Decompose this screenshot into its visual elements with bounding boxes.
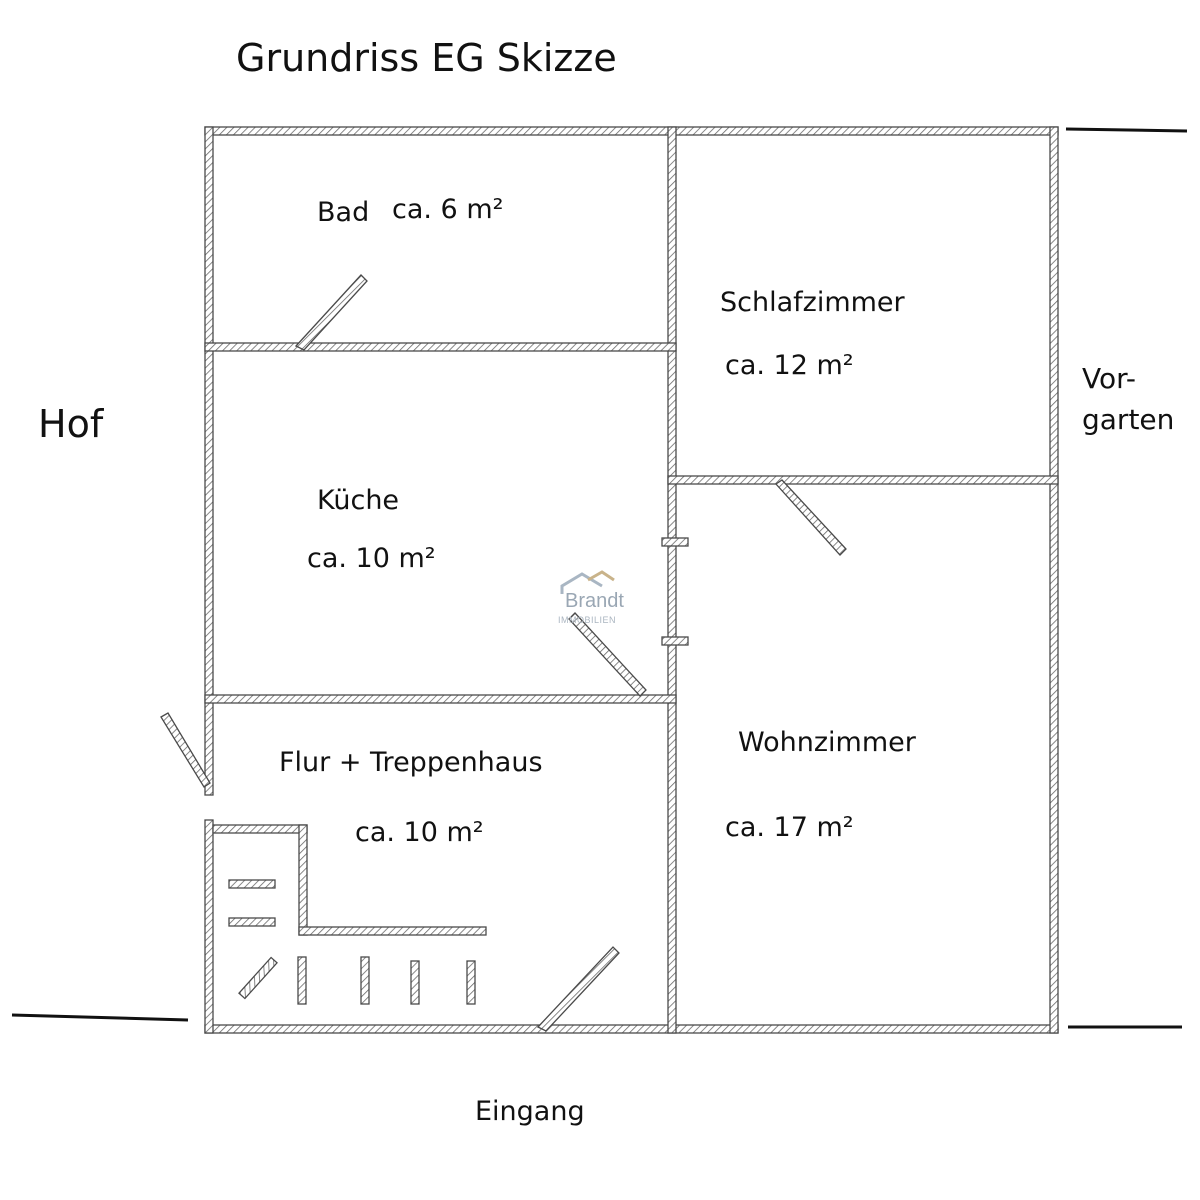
stair-wall-landing — [298, 926, 487, 936]
wall-outer-left-lower — [204, 819, 214, 1034]
watermark-sub: IMMOBILIEN — [558, 615, 617, 625]
door-kueche — [568, 612, 647, 697]
stair-wall-vertical — [298, 824, 308, 936]
stair-tread — [228, 879, 276, 889]
wall-center-vertical — [667, 126, 677, 1034]
room-area-kueche: ca. 10 m² — [307, 543, 436, 574]
stair-tread — [360, 956, 370, 1005]
room-label-flur: Flur + Treppenhaus — [279, 747, 543, 778]
vorgarten-line-1: Vor- — [1082, 362, 1136, 395]
door-hof — [160, 712, 211, 788]
stair-tread — [410, 960, 420, 1005]
boundary-top-right — [1065, 127, 1188, 133]
room-label-kueche: Küche — [317, 485, 400, 516]
watermark-name: Brandt — [565, 590, 624, 612]
watermark-logo: Brandt IMMOBILIEN — [556, 570, 646, 630]
room-area-wohnzimmer: ca. 17 m² — [725, 812, 854, 843]
door-bad — [294, 274, 368, 351]
room-area-bad: ca. 6 m² — [392, 194, 504, 225]
wall-outer-bottom — [204, 1024, 1059, 1034]
wall-bad-kueche — [204, 342, 677, 352]
room-label-bad: Bad — [317, 197, 370, 228]
room-label-wohnzimmer: Wohnzimmer — [738, 727, 916, 758]
wall-kueche-flur — [204, 694, 677, 704]
room-area-schlafzimmer: ca. 12 m² — [725, 350, 854, 381]
door-schlafzimmer — [775, 479, 847, 556]
area-label-hof: Hof — [38, 402, 104, 446]
wall-outer-top — [204, 126, 1059, 136]
wall-nib-lower — [661, 636, 689, 646]
wall-nib-upper — [661, 537, 689, 547]
wall-schlaf-wohn — [667, 475, 1059, 485]
area-label-vorgarten: Vor- garten — [1082, 358, 1174, 440]
boundary-bottom-left — [11, 1013, 189, 1022]
stair-tread — [228, 917, 276, 927]
walls — [204, 126, 1059, 1034]
stair-tread — [466, 960, 476, 1005]
vorgarten-line-2: garten — [1082, 403, 1175, 436]
room-area-flur: ca. 10 m² — [355, 817, 484, 848]
doors — [160, 274, 847, 1032]
door-eingang — [536, 946, 620, 1032]
boundary-lines — [11, 127, 1188, 1029]
house-roof-icon — [560, 570, 615, 594]
wall-outer-left-upper — [204, 126, 214, 796]
area-label-eingang: Eingang — [475, 1096, 585, 1127]
page-title: Grundriss EG Skizze — [236, 36, 617, 80]
wall-outer-right — [1049, 126, 1059, 1034]
stair-tread — [297, 956, 307, 1005]
stair-wall-top — [212, 824, 308, 834]
stair-tread — [238, 956, 278, 1000]
room-label-schlafzimmer: Schlafzimmer — [720, 287, 905, 318]
